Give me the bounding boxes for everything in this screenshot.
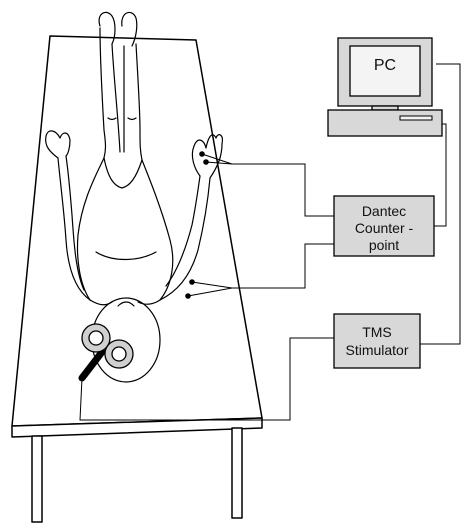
torso-right: [141, 159, 174, 301]
right-arm-inner: [165, 175, 201, 287]
dantec-counterpoint-box: [333, 195, 435, 257]
knee-marks: [107, 117, 137, 121]
pc-label: PC: [374, 57, 396, 74]
right-hand: [191, 134, 223, 179]
coil-wing-left-inner: [88, 330, 104, 346]
wire-hand-electrodes: [201, 153, 233, 165]
left-hand: [45, 130, 71, 159]
wires: [79, 63, 461, 421]
dantec-label-line3: point: [369, 237, 399, 253]
pc-screen: [349, 45, 421, 97]
wire-arm-electrodes: [187, 281, 233, 297]
dantec-label-line2: Counter -: [355, 220, 414, 236]
left-leg-inner: [111, 43, 121, 153]
table-top: [11, 35, 263, 427]
left-foot: [98, 11, 116, 45]
examination-table: [11, 35, 263, 523]
coil-wing-right-inner: [111, 346, 127, 362]
right-leg-outer: [135, 43, 143, 161]
left-leg-outer: [99, 27, 107, 159]
pc-drive-slot: [399, 115, 433, 121]
tms-stimulator-box: [333, 313, 421, 369]
torso-left: [76, 157, 105, 301]
chest-line: [95, 251, 157, 261]
table-leg-right: [231, 427, 243, 519]
coil-handle: [78, 348, 106, 382]
tms-label-line1: TMS: [362, 324, 392, 340]
pc-computer: [327, 37, 443, 137]
dantec-label-line1: Dantec: [362, 203, 406, 219]
wire-coil-to-tms: [79, 337, 334, 421]
patient-figure: [45, 11, 223, 383]
table-front-edge: [11, 417, 263, 438]
wire-tms-to-pc: [420, 63, 461, 345]
right-arm-outer: [159, 177, 211, 301]
left-arm-outer: [57, 157, 91, 301]
face-nose: [117, 301, 135, 307]
pelvis: [103, 157, 143, 189]
tms-label-line2: Stimulator: [345, 342, 408, 358]
pc-base-unit: [327, 109, 443, 137]
table-leg-left: [31, 435, 43, 523]
right-foot: [121, 11, 138, 47]
tms-coil: [78, 323, 134, 382]
wire-arm-to-dantec: [232, 243, 334, 289]
wire-hand-to-dantec: [232, 163, 334, 217]
left-arm-inner: [65, 155, 85, 291]
